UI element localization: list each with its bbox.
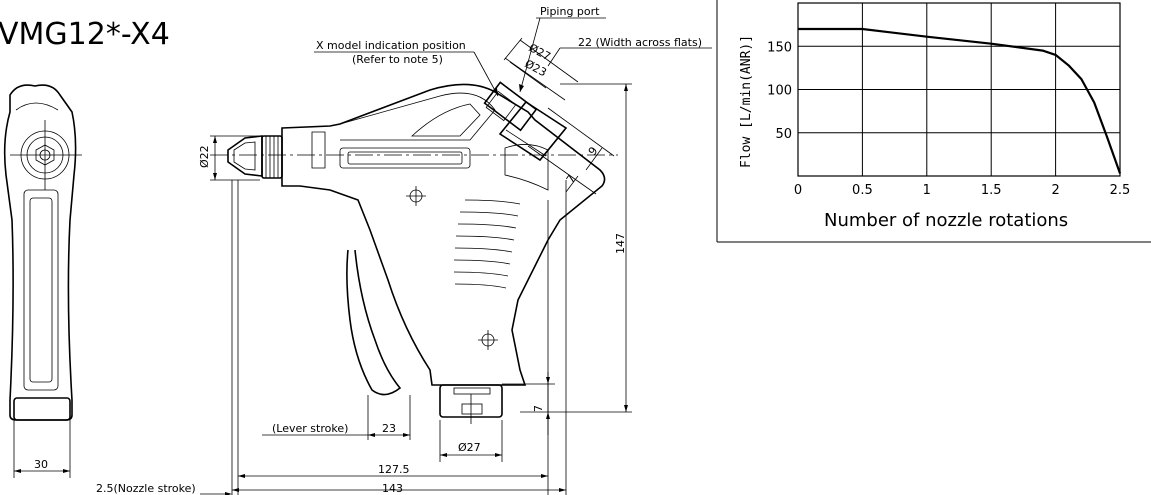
dim-9: 9 [586, 145, 601, 158]
dim-30: 30 [34, 458, 48, 471]
dim-phi27-bottom: Ø27 [458, 441, 481, 454]
chart-y-tick-label: 50 [775, 127, 792, 142]
dim-143: 143 [382, 482, 403, 495]
refer-note-label: (Refer to note 5) [352, 53, 443, 66]
dim-23: 23 [382, 422, 396, 435]
chart-y-tick-label: 150 [767, 40, 792, 55]
chart-x-tick-label: 2 [1051, 183, 1059, 198]
chart-x-tick-label: 1.5 [981, 183, 1002, 198]
flow-chart: 0 0.5 1 1.5 2 2.5 50 100 150 Number of nozzle ro… [716, 0, 1151, 243]
dim-phi22: Ø22 [198, 145, 211, 168]
dim-147: 147 [614, 233, 627, 254]
chart-x-tick-label: 0.5 [852, 183, 873, 198]
chart-x-axis-label: Number of nozzle rotations [824, 210, 1068, 231]
chart-y-tick-label: 100 [767, 84, 792, 99]
dim-127-5: 127.5 [378, 463, 410, 476]
chart-y-axis-label: Flow [L/min(ANR)] [739, 35, 754, 168]
chart-series-line [798, 27, 1122, 174]
chart-x-tick-label: 1 [923, 183, 931, 198]
x-model-label: X model indication position [316, 39, 466, 52]
side-view: 30 [3, 84, 82, 478]
piping-port-label: Piping port [540, 5, 600, 18]
model-title: VMG12*-X4 [0, 17, 170, 52]
width-across-flats-label: 22 (Width across flats) [578, 36, 702, 49]
chart-x-tick-label: 2.5 [1110, 183, 1131, 198]
chart-x-tick-label: 0 [794, 183, 802, 198]
gun-front-view [227, 81, 606, 424]
dim-7-bottom: 7 [532, 405, 545, 412]
lever-stroke-label: (Lever stroke) [272, 422, 348, 435]
nozzle-stroke-label: 2.5(Nozzle stroke) [96, 482, 196, 495]
dimension-lines: Ø22 147 7 (Lever stroke) 23 Ø27 127.5 [96, 5, 712, 495]
